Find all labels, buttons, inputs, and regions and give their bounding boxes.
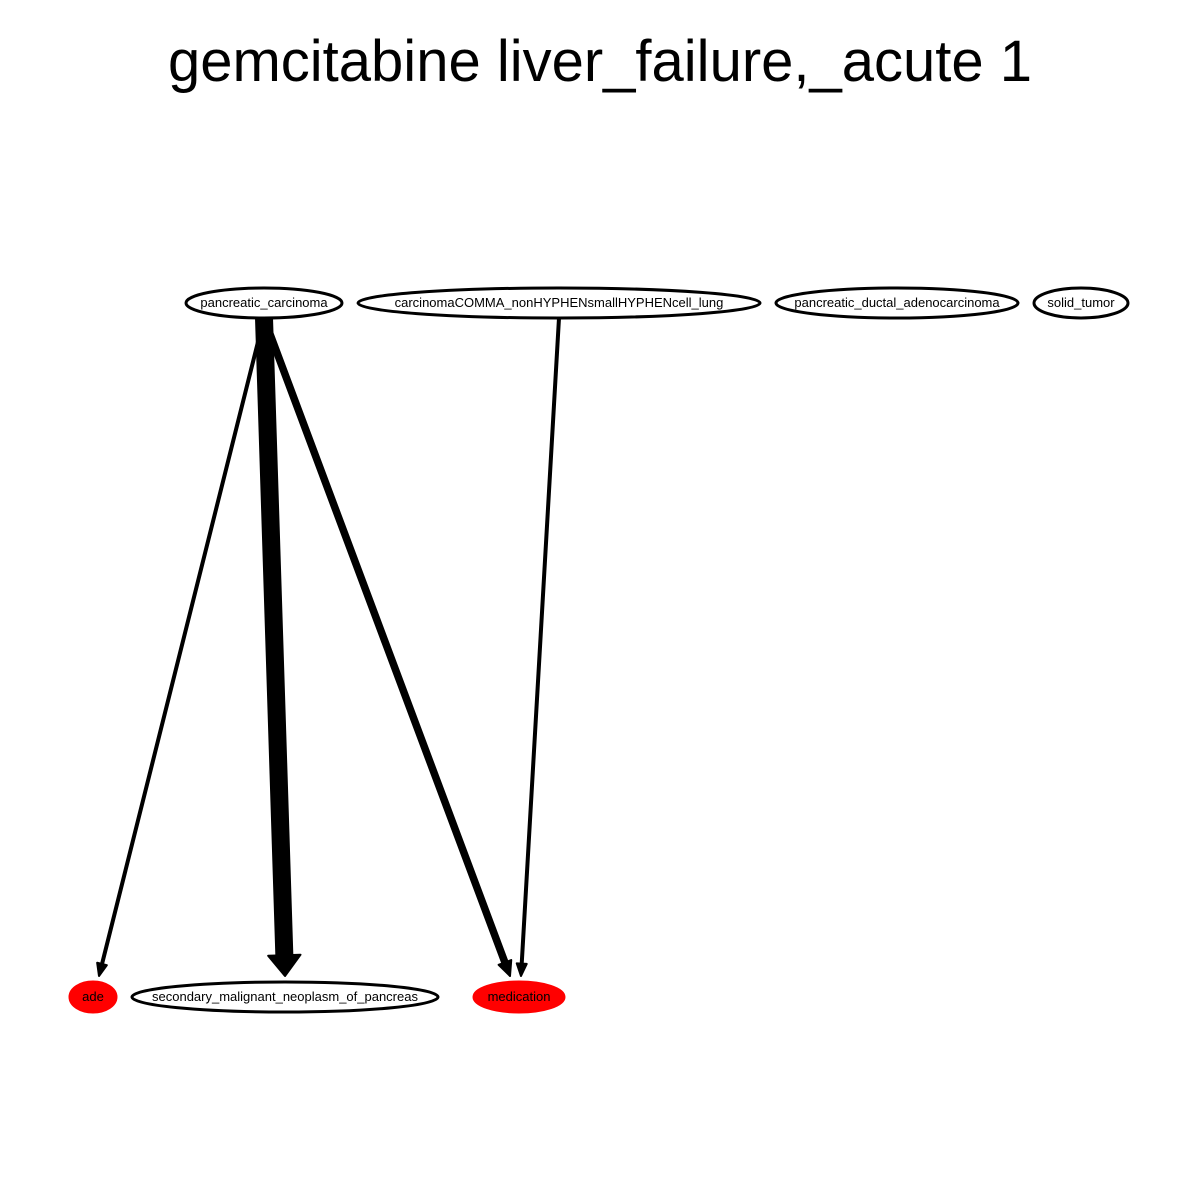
node-label: medication [488, 989, 551, 1004]
node-ellipse [130, 980, 440, 1014]
node-carcinoma-nsclc: carcinomaCOMMA_nonHYPHENsmallHYPHENcell_… [356, 286, 762, 320]
edge-line [519, 316, 561, 966]
node-layer: pancreatic_carcinoma carcinomaCOMMA_nonHY… [68, 286, 1130, 1014]
diagram-title: gemcitabine liver_failure,_acute 1 [167, 29, 1033, 94]
edge-carcinoma_nsclc-to-medication [515, 316, 561, 977]
node-label: secondary_malignant_neoplasm_of_pancreas [152, 989, 418, 1004]
node-label: carcinomaCOMMA_nonHYPHENsmallHYPHENcell_… [395, 295, 724, 310]
node-pancreatic-carcinoma: pancreatic_carcinoma [184, 286, 344, 320]
edge-arrowhead [515, 962, 528, 977]
node-ellipse [356, 286, 762, 320]
edge-line [260, 314, 509, 967]
edge-arrowhead [267, 953, 302, 977]
node-ellipse [1032, 286, 1130, 320]
edge-pancreatic_carcinoma-to-secondary_malignant_neoplasm_of_pancreas [255, 309, 302, 977]
node-pancreatic-ductal-adenocarcinoma: pancreatic_ductal_adenocarcinoma [774, 286, 1020, 320]
node-label: solid_tumor [1047, 295, 1115, 310]
edge-pancreatic_carcinoma-to-medication [260, 314, 513, 977]
node-solid-tumor: solid_tumor [1032, 286, 1130, 320]
node-ellipse [774, 286, 1020, 320]
edge-line [100, 316, 266, 966]
node-label: ade [82, 989, 104, 1004]
node-ellipse [472, 980, 566, 1014]
edge-arrowhead [497, 959, 513, 977]
node-secondary-malignant-neoplasm-of-pancreas: secondary_malignant_neoplasm_of_pancreas [130, 980, 440, 1014]
node-label: pancreatic_ductal_adenocarcinoma [794, 295, 1000, 310]
node-ellipse [184, 286, 344, 320]
edge-arrowhead [96, 961, 108, 977]
node-medication: medication [472, 980, 566, 1014]
node-label: pancreatic_carcinoma [200, 295, 328, 310]
edge-layer [96, 309, 561, 977]
edge-pancreatic_carcinoma-to-ade [96, 316, 266, 977]
node-ade: ade [68, 980, 118, 1014]
edge-line [255, 309, 294, 965]
node-ellipse [68, 980, 118, 1014]
